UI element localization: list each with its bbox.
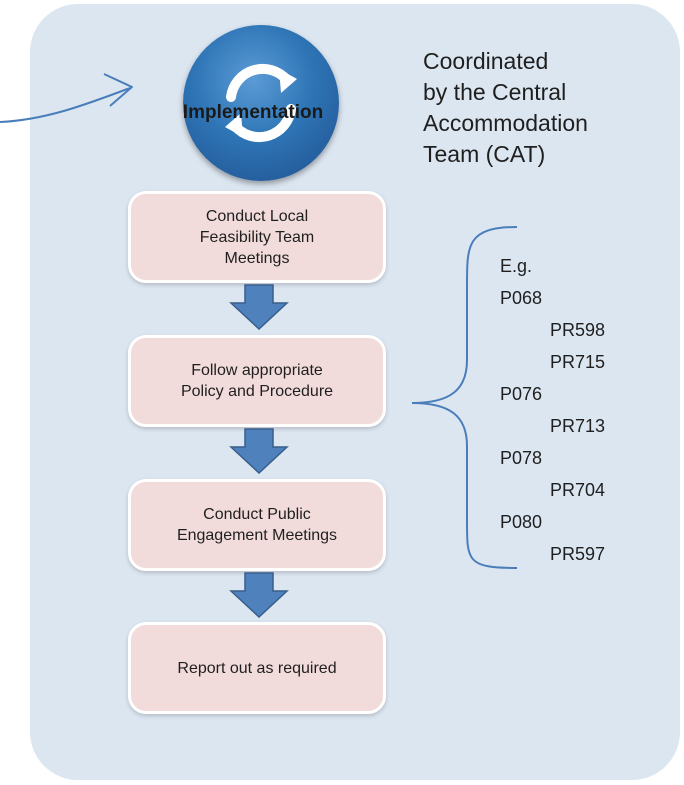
step-label: Conduct Public Engagement Meetings [176,506,338,544]
step-label: Follow appropriate Policy and Procedure [180,362,334,400]
example-item: PR597 [550,544,606,564]
example-item: PR715 [550,352,606,372]
example-item: PR713 [550,416,606,436]
step-label: Report out as required [177,659,337,677]
example-item: P078 [500,448,543,468]
example-item: P076 [500,384,543,404]
step-policy-procedure: Follow appropriate Policy and Procedure [128,335,386,427]
example-item: PR704 [550,480,606,500]
incoming-arrow-icon [0,73,133,123]
implementation-circle [183,25,339,181]
step-report-out: Report out as required [128,622,386,714]
example-item: P080 [500,512,543,532]
example-item: E.g. [500,256,533,276]
example-item: P068 [500,288,543,308]
step-local-feasibility: Conduct Local Feasibility Team Meetings [128,191,386,283]
refresh-cycle-icon [225,63,297,143]
example-item: PR598 [550,320,606,340]
stage-label: Implementation [182,102,324,123]
coordinator-note: Coordinated by the Central Accommodation… [423,48,588,167]
step-public-engagement: Conduct Public Engagement Meetings [128,479,386,571]
curly-brace-icon [411,226,518,569]
arrow-down-icon [229,428,289,475]
example-list: E.g. P068 PR598 PR715 P076 PR713 P078 PR… [500,250,605,570]
arrow-down-icon [229,572,289,619]
arrow-down-icon [229,284,289,331]
step-label: Conduct Local Feasibility Team Meetings [199,207,315,267]
